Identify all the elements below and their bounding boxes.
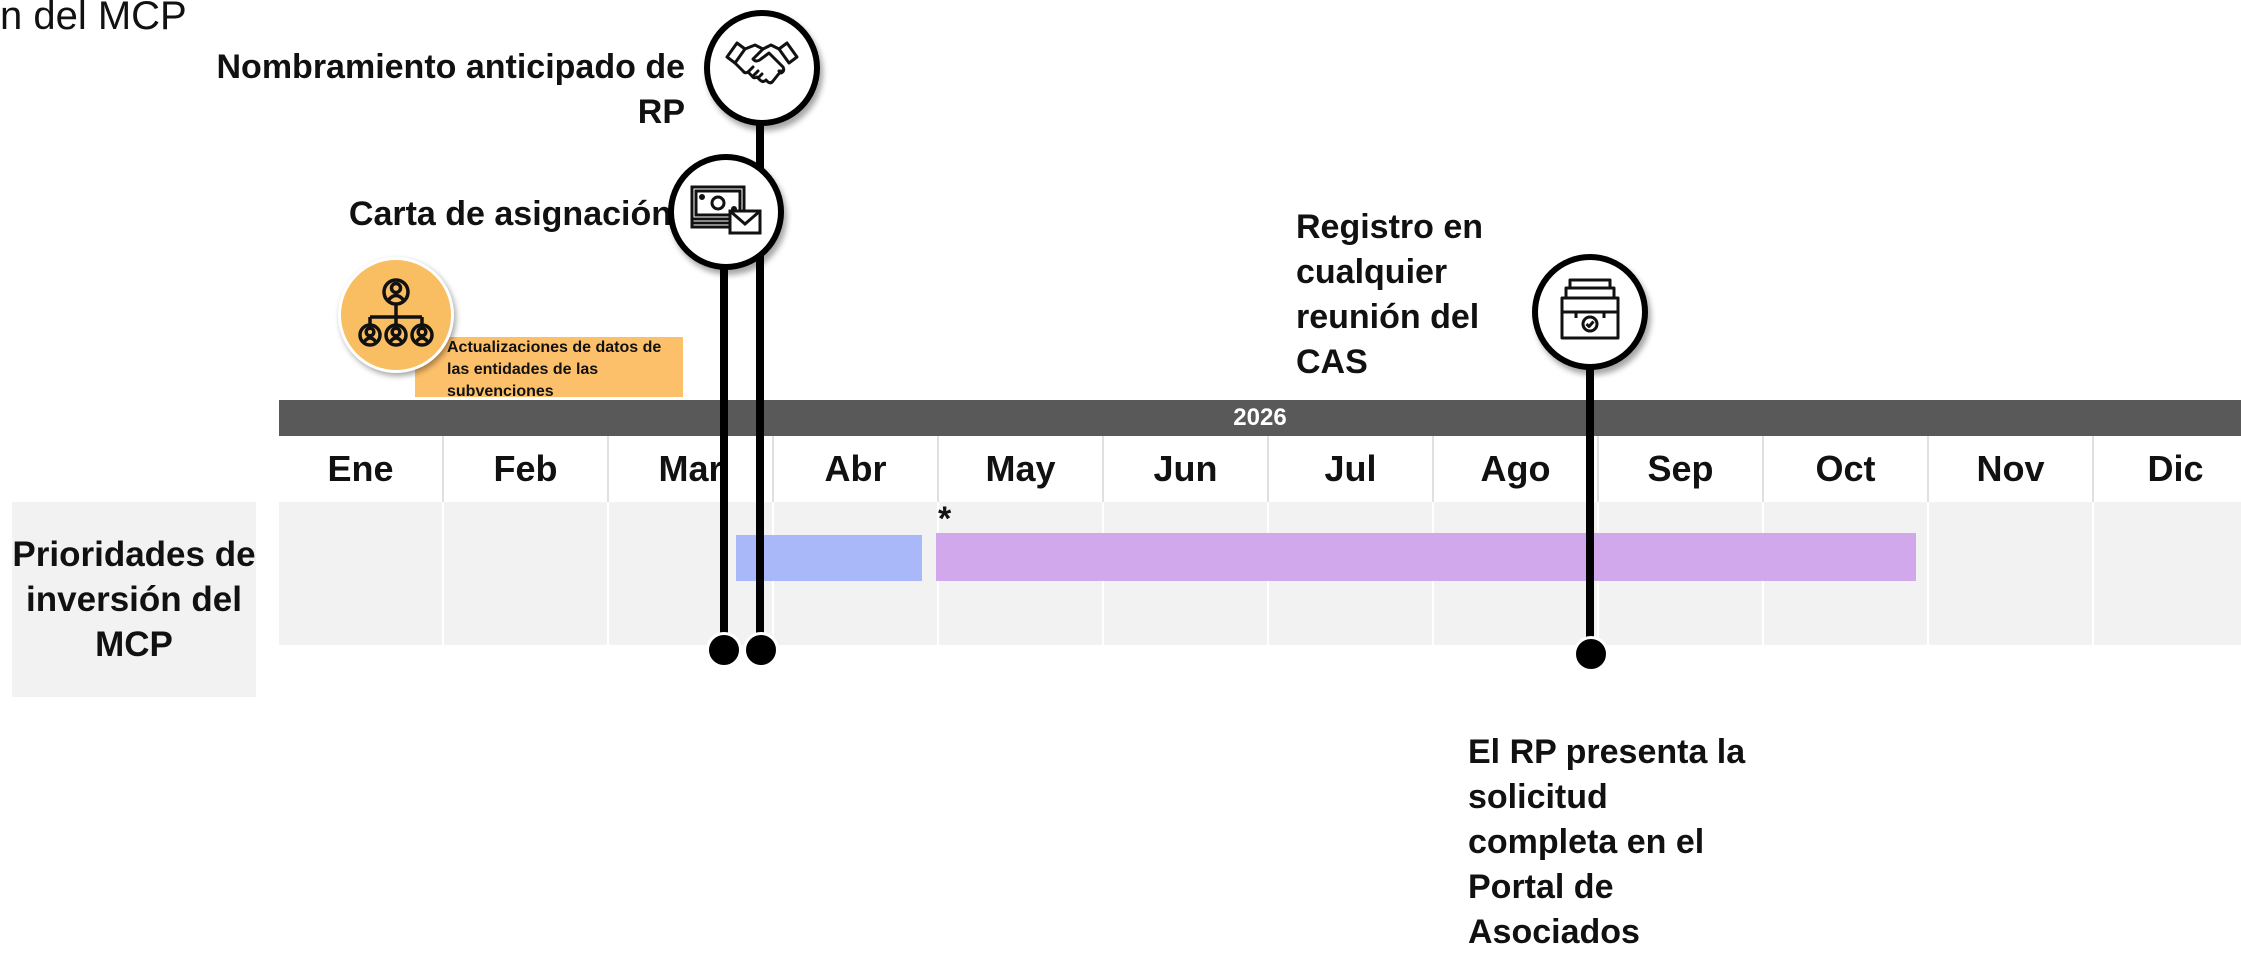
milestone-line-nombramiento (756, 120, 764, 650)
org-chart-people-icon (350, 267, 442, 364)
grid-cell (444, 502, 609, 645)
grid-cell (2094, 502, 2241, 645)
milestone-label-registro: Registro en cualquier reunión del CAS (1296, 208, 1484, 381)
milestone-label-presenta: El RP presenta la solicitud completa en … (1468, 733, 1746, 951)
handshake-icon (723, 27, 801, 110)
actualizaciones-label: Actualizaciones de datos de las entidade… (415, 337, 683, 397)
row-label-prioridades: Prioridades de inversión del MCP (12, 502, 256, 697)
timeline-bar-purple (936, 533, 1916, 581)
month-apr: Abr (774, 436, 939, 502)
month-oct: Oct (1764, 436, 1929, 502)
month-dec: Dic (2094, 436, 2241, 502)
milestone-line-registro (1586, 360, 1594, 653)
milestone-label-nombramiento: Nombramiento anticipado de RP (216, 48, 686, 131)
milestone-circle-nombramiento (704, 10, 820, 126)
milestone-line-carta (720, 260, 728, 650)
milestone-dot-registro (1573, 636, 1609, 672)
month-feb: Feb (444, 436, 609, 502)
grid-cell (279, 502, 444, 645)
milestone-dot-nombramiento (743, 632, 779, 668)
month-jan: Ene (279, 436, 444, 502)
milestone-circle-registro (1532, 254, 1648, 370)
month-mar: Mar (609, 436, 774, 502)
milestone-label-carta: Carta de asignación (348, 195, 672, 233)
page-title: n del MCP (0, 0, 187, 38)
timeline-bar-blue (736, 535, 922, 581)
filing-box-check-icon (1552, 272, 1628, 353)
month-nov: Nov (1929, 436, 2094, 502)
year-header: 2026 (279, 400, 2241, 436)
actualizaciones-badge (338, 257, 454, 373)
month-jul: Jul (1269, 436, 1434, 502)
milestone-dot-carta (706, 632, 742, 668)
month-aug: Ago (1434, 436, 1599, 502)
row-label-text: Prioridades de inversión del MCP (12, 535, 256, 664)
month-sep: Sep (1599, 436, 1764, 502)
month-jun: Jun (1104, 436, 1269, 502)
milestone-circle-carta (668, 154, 784, 270)
grid-cell (1929, 502, 2094, 645)
month-header-row: Ene Feb Mar Abr May Jun Jul Ago Sep Oct … (279, 436, 2241, 502)
month-may: May (939, 436, 1104, 502)
asterisk-note: * (938, 500, 952, 538)
money-envelope-icon (686, 175, 766, 250)
